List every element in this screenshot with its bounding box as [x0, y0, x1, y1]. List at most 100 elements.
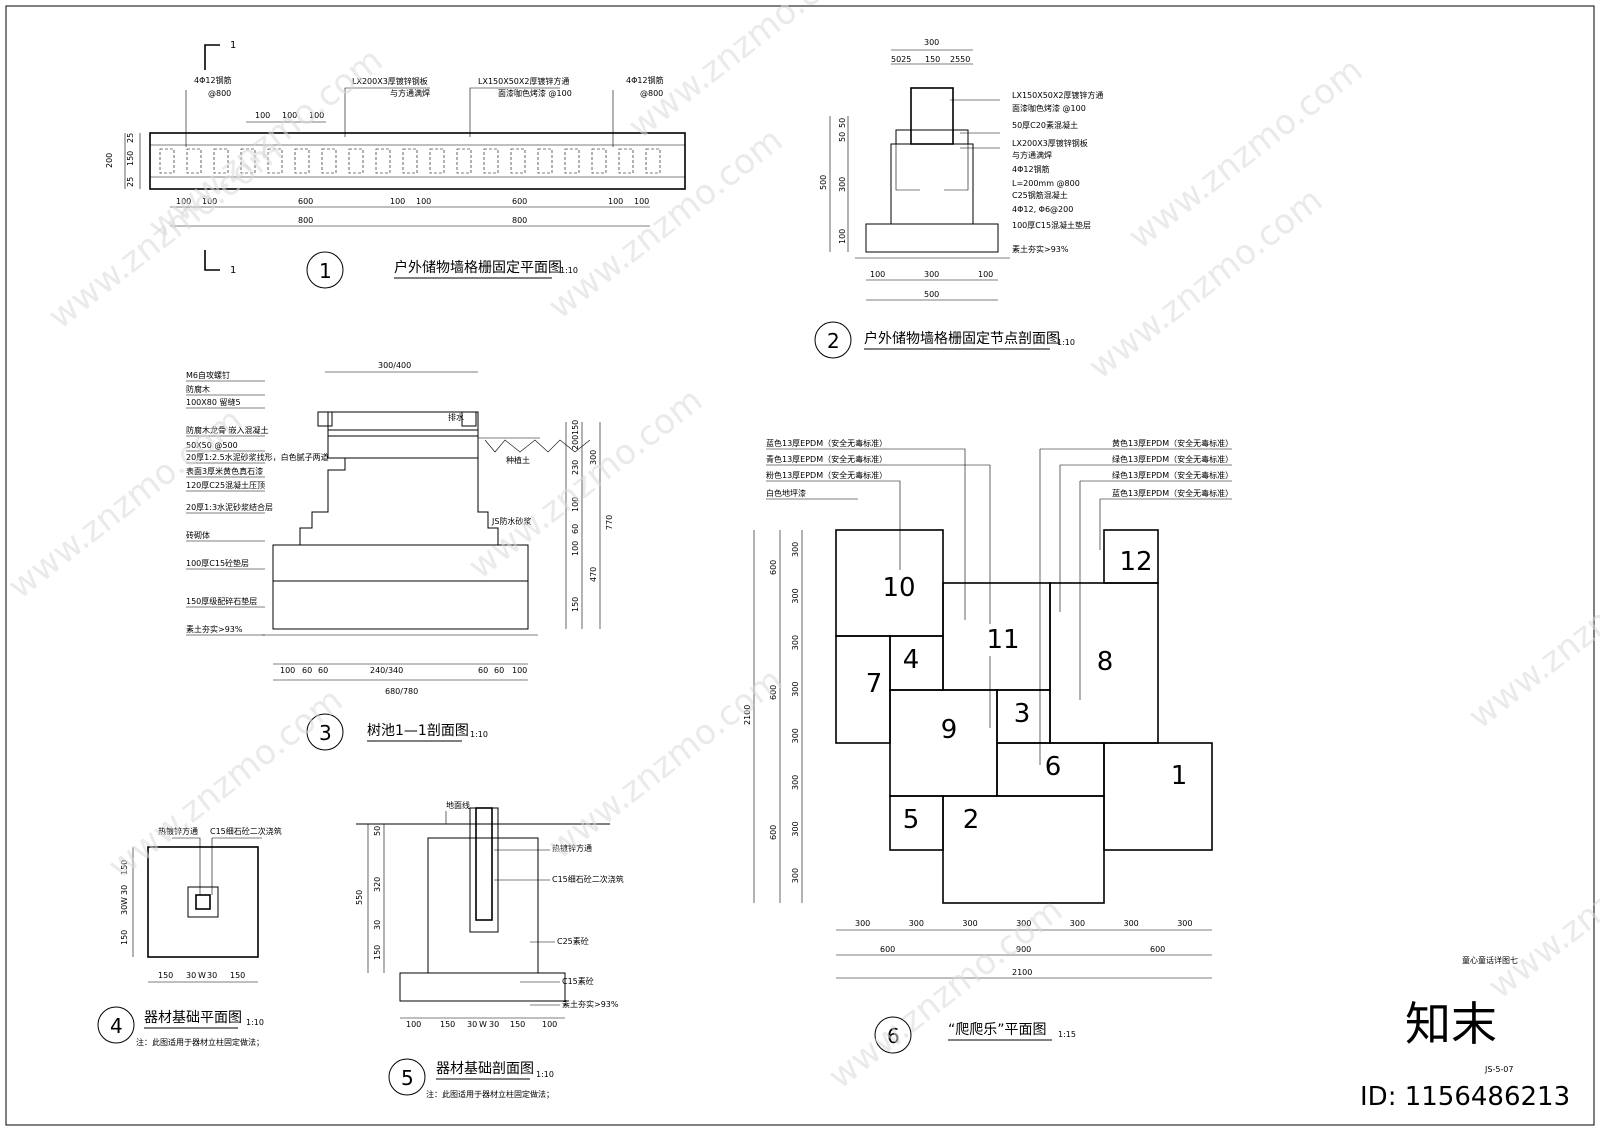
fig4-dim-bot-4: 150 — [230, 971, 245, 980]
fig3-note-right-2: JS防水砂浆 — [491, 516, 531, 526]
fig3-dim-right-0: 150 — [571, 420, 580, 435]
fig2-dim-bot-1: 300 — [924, 270, 939, 279]
block-1 — [1103, 742, 1213, 851]
fig5-number: 5 — [401, 1066, 414, 1090]
fig1-dim-bot2-1: 800 — [512, 216, 527, 225]
fig1-callout-0: 4Φ12钢筋 — [194, 75, 232, 85]
fig3-note-left-5: 20厚1:2.5水泥砂浆找形，白色腻子两道 — [186, 452, 329, 462]
fig2-scale: 1:10 — [1057, 338, 1075, 347]
fig3-dim-bot-2: 60 — [318, 666, 328, 675]
fig5-scale: 1:10 — [536, 1070, 554, 1079]
fig5-dim-left-0: 550 — [355, 890, 364, 905]
fig2-note-1: 面漆咖色烤漆 @100 — [1012, 103, 1086, 113]
fig1-number: 1 — [319, 259, 332, 283]
slat — [537, 148, 553, 174]
block-label-1: 1 — [1171, 761, 1188, 791]
fig6-dim-left1-3: 300 — [791, 682, 800, 697]
slat — [402, 148, 418, 174]
fig4-dim-left-2: W — [120, 897, 129, 905]
fig3-number: 3 — [319, 721, 332, 745]
fig5-dim-bot-2: 30 — [467, 1020, 477, 1029]
fig5-dim-left-2: 320 — [373, 877, 382, 892]
fig5-dim-bot-6: 100 — [542, 1020, 557, 1029]
fig2-note-9: 100厚C15混凝土垫层 — [1012, 220, 1091, 230]
block-label-2: 2 — [963, 805, 980, 835]
fig5-callout-0: 地面线 — [446, 800, 470, 810]
fig3-note-left-12: 素土夯实>93% — [186, 624, 243, 634]
fig6-legend-right-2: 绿色13厚EPDM（安全无毒标准） — [1112, 470, 1233, 480]
slat — [186, 148, 202, 174]
slat — [510, 148, 526, 174]
fig2-dim-top-0: 300 — [924, 38, 939, 47]
fig6-dim-left1-7: 300 — [791, 868, 800, 883]
fig1-callout-1: @800 — [208, 89, 231, 98]
fig5-dim-left-3: 30 — [373, 920, 382, 930]
fig1-dim-bot-5: 600 — [512, 197, 527, 206]
fig6-dim-left2-1: 600 — [769, 685, 778, 700]
fig5-title: 器材基础剖面图 — [436, 1060, 534, 1077]
fig2-dim-top-2: 150 — [925, 55, 940, 64]
fig4-dim-bot-0: 150 — [158, 971, 173, 980]
fig5-section: 地面线 热镀锌方通 C15细石砼二次浇筑 C25素砼 C15素砼 素土夯实>93… — [355, 800, 624, 1099]
fig6-legend-left-0: 蓝色13厚EPDM（安全无毒标准） — [766, 438, 887, 448]
slat — [483, 148, 499, 174]
watermark-text: www.znzmo.com — [141, 40, 390, 247]
watermark-logo: 知末 — [1405, 997, 1497, 1051]
fig3-note-left-11: 150厚级配碎石垫层 — [186, 596, 257, 606]
fig2-note-5: 4Φ12钢筋 — [1012, 164, 1050, 174]
slat — [618, 148, 634, 174]
fig6-legend-right-0: 黄色13厚EPDM（安全无毒标准） — [1112, 438, 1233, 448]
fig3-title: 树池1—1剖面图 — [367, 723, 469, 739]
fig2-note-4: 与方通满焊 — [1012, 150, 1052, 160]
fig3-note-left-8: 20厚1:3水泥砂浆结合层 — [186, 502, 273, 512]
sheet-name: 童心童话详图七 — [1462, 955, 1518, 965]
fig5-dim-bot-3: W — [479, 1020, 487, 1029]
fig4-dim-left-3: 30 — [120, 905, 129, 915]
fig4-dim-left-4: 150 — [120, 930, 129, 945]
slat — [294, 148, 310, 174]
fig1-dim-left-0: 200 — [105, 153, 114, 168]
fig3-dim-top-0: 300/400 — [378, 361, 411, 370]
fig4-dim-bot-2: W — [198, 971, 206, 980]
fig2-dim-left-4: 100 — [838, 229, 847, 244]
fig1-scale: 1:10 — [560, 266, 578, 275]
fig1-callout-2: LX200X3厚镀锌钢板 — [352, 76, 428, 86]
fig3-note-left-6: 表面3厚米黄色真石漆 — [186, 466, 263, 476]
fig2-note-0: LX150X50X2厚镀锌方通 — [1012, 90, 1103, 100]
block-2 — [942, 795, 1105, 904]
fig6-dim-left2-2: 600 — [769, 825, 778, 840]
block-label-11: 11 — [986, 625, 1019, 655]
slat — [240, 148, 256, 174]
slat — [591, 148, 607, 174]
fig2-note-10: 素土夯实>93% — [1012, 244, 1069, 254]
fig1-dim-bot-6: 100 — [608, 197, 623, 206]
fig2-title: 户外储物墙格栅固定节点剖面图 — [864, 330, 1060, 347]
block-label-9: 9 — [941, 715, 958, 745]
fig3-note-left-10: 100厚C15砼垫层 — [186, 558, 249, 568]
fig2-dim-top-3: 2550 — [950, 55, 970, 64]
sheet-border — [5, 5, 1595, 1126]
fig3-dim-right-6: 150 — [571, 597, 580, 612]
fig6-plan: 蓝色13厚EPDM（安全无毒标准）青色13厚EPDM（安全无毒标准）粉色13厚E… — [743, 438, 1233, 1054]
block-label-3: 3 — [1014, 699, 1031, 729]
fig6-dim-bot1-0: 300 — [855, 919, 870, 928]
fig1-dim-top-2: 100 — [309, 111, 324, 120]
fig6-dim-left1-4: 300 — [791, 728, 800, 743]
fig3-note-left-1: 防腐木 — [186, 384, 210, 394]
fig5-callout-5: 素土夯实>93% — [562, 999, 619, 1009]
fig3-dim-bot2-0: 680/780 — [385, 687, 418, 696]
fig1-dim-left-3: 25 — [126, 177, 135, 187]
fig6-title: “爬爬乐”平面图 — [948, 1022, 1047, 1038]
fig6-dim-bot1-2: 300 — [962, 919, 977, 928]
fig6-legend-left-2: 粉色13厚EPDM（安全无毒标准） — [766, 470, 887, 480]
fig6-dim-bot3-0: 2100 — [1012, 968, 1032, 977]
fig5-dim-bot-5: 150 — [510, 1020, 525, 1029]
fig4-number: 4 — [110, 1014, 123, 1038]
watermark-id: ID: 1156486213 — [1360, 1082, 1570, 1112]
fig5-dim-left-4: 150 — [373, 945, 382, 960]
slat — [321, 148, 337, 174]
fig3-dim-right-3: 100 — [571, 497, 580, 512]
fig1-callout-4: LX150X50X2厚镀锌方通 — [478, 76, 569, 86]
